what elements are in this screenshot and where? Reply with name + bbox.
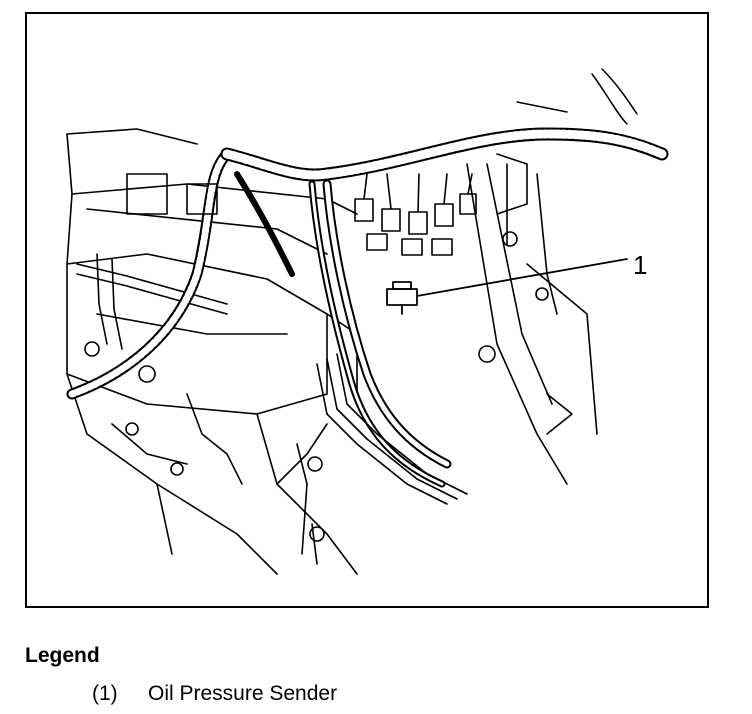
lower-lines [296, 345, 496, 565]
intake-rail [76, 253, 228, 476]
wiring-harness [66, 68, 669, 488]
callout-leader-line [416, 258, 628, 297]
diagram-figure: 1 [25, 12, 709, 608]
firewall-bracket [466, 153, 598, 485]
engine-illustration [66, 68, 669, 575]
legend-item: (1) Oil Pressure Sender [92, 683, 337, 704]
legend: Legend (1) Oil Pressure Sender [25, 644, 337, 704]
legend-item-number: (1) [92, 682, 118, 705]
callout-number-1: 1 [633, 250, 648, 280]
oil-pressure-sender [386, 281, 418, 315]
legend-item-label: Oil Pressure Sender [148, 682, 338, 705]
connector-cluster [126, 173, 477, 256]
legend-title: Legend [25, 644, 100, 667]
